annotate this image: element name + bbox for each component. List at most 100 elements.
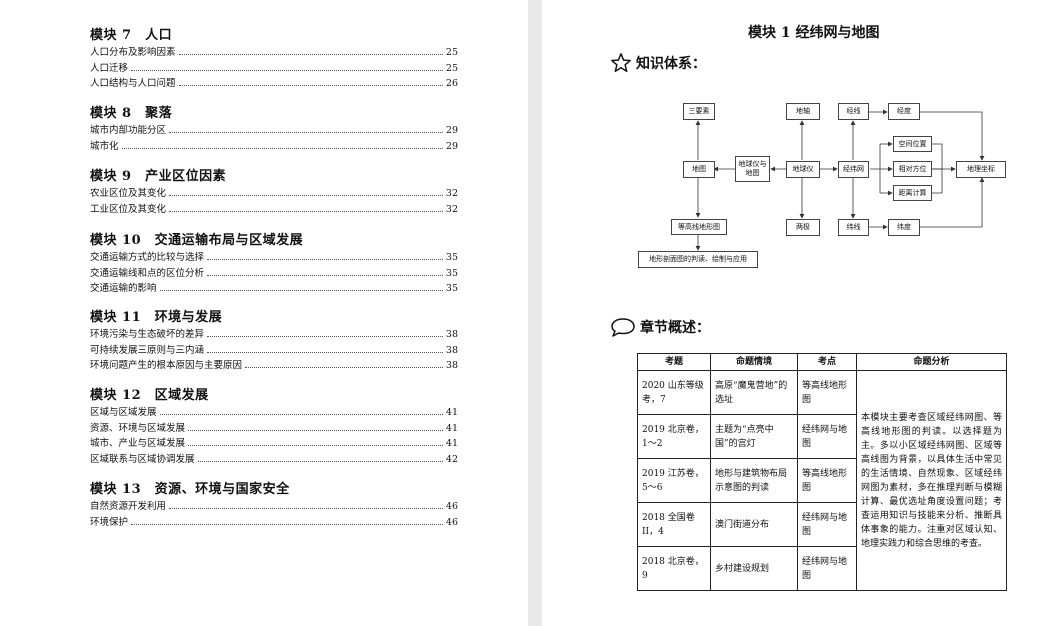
toc-page-number: 38 [445, 329, 458, 340]
toc-page-number: 35 [445, 267, 458, 279]
toc-page-number: 46 [445, 501, 458, 512]
speech-bubble-icon [611, 318, 635, 337]
node-diqiuyi-yu-ditu: 地球仪与地图 [735, 156, 770, 182]
toc-section-title: 模块 10 交通运输布局与区域发展 [90, 233, 304, 248]
toc-page-number: 35 [445, 283, 458, 294]
header-cell: 命题情境 [710, 353, 798, 371]
table-cell: 经纬网与地图 [797, 502, 857, 547]
toc-leader-dots [178, 54, 443, 55]
node-kongjian: 空间位置 [893, 136, 932, 152]
node-poumian: 地形剖面图的判读、绘制与应用 [638, 251, 758, 268]
toc-leader-dots [188, 429, 443, 431]
toc-page-number: 29 [445, 140, 458, 152]
table-cell: 2018 全国卷 II，4 [637, 502, 711, 547]
node-xiangdui: 相对方位 [893, 161, 932, 177]
toc-entry-label: 城市、产业与区域发展 [90, 438, 186, 449]
toc-entry[interactable]: 交通运输线和点的区位分析 35 [90, 265, 458, 279]
table-cell: 地形与建筑物布局示意图的判读 [710, 458, 798, 503]
toc-entry[interactable]: 人口分布及影响因素 25 [90, 44, 458, 58]
node-liangji: 两极 [786, 219, 820, 236]
toc-leader-dots [188, 445, 443, 446]
toc-entry-label: 自然资源开发利用 [90, 501, 167, 512]
toc-entry-label: 资源、环境与区域发展 [90, 422, 186, 434]
node-ditu: 地图 [683, 161, 715, 178]
toc-entry[interactable]: 区域与区域发展 41 [90, 404, 458, 418]
table-cell: 等高线地形图 [797, 458, 857, 503]
table-cell: 经纬网与地图 [797, 546, 857, 591]
node-juli: 距离计算 [893, 185, 932, 201]
node-weidu: 纬度 [888, 219, 920, 236]
arrow-weidu-zuobiao [920, 177, 985, 228]
table-cell: 澳门街道分布 [710, 502, 798, 547]
toc-leader-dots [169, 195, 443, 196]
table-cell: 经纬网与地图 [797, 414, 857, 459]
header-cell: 考点 [797, 353, 857, 371]
toc-leader-dots [159, 414, 443, 415]
table-cell: 乡村建设规划 [710, 546, 798, 591]
toc-page-number: 38 [445, 344, 458, 356]
toc-page-number: 41 [445, 407, 458, 418]
header-cell: 命题分析 [856, 353, 1007, 371]
toc-entry[interactable]: 自然资源开发利用 46 [90, 498, 458, 512]
module-title: 模块 1 经纬网与地图 [748, 25, 880, 41]
table-cell: 等高线地形图 [797, 370, 857, 415]
toc-page-number: 25 [445, 47, 458, 58]
arrow-jingdu-zuobiao [920, 111, 985, 161]
toc-entry-label: 可持续发展三原则与三内涵 [90, 344, 205, 356]
toc-section-title: 模块 11 环境与发展 [90, 310, 223, 325]
toc-leader-dots [131, 69, 443, 71]
node-sanyaosu: 三要素 [683, 103, 715, 120]
table-cell: 主题为“点亮中国”的宫灯 [710, 414, 798, 459]
toc-leader-dots [197, 460, 443, 462]
toc-page-number: 42 [445, 453, 458, 465]
table-header-row: 考题 命题情境 考点 命题分析 [637, 353, 1007, 371]
node-diqiuyi: 地球仪 [786, 161, 820, 178]
node-weixian: 纬线 [838, 219, 869, 236]
toc-entry[interactable]: 交通运输的影响 35 [90, 280, 458, 294]
toc-entry[interactable]: 城市、产业与区域发展 41 [90, 435, 458, 449]
knowledge-heading: 知识体系： [610, 52, 706, 74]
toc-entry[interactable]: 环境污染与生态破坏的差异 38 [90, 326, 458, 340]
toc-section-title: 模块 9 产业区位因素 [90, 169, 227, 184]
knowledge-heading-text: 知识体系： [636, 56, 706, 72]
toc-entry-label: 环境污染与生态破坏的差异 [90, 329, 205, 340]
toc-leader-dots [159, 290, 443, 291]
toc-entry-label: 环境保护 [90, 516, 129, 528]
header-cell: 考题 [637, 353, 711, 371]
knowledge-diagram [695, 109, 985, 251]
toc-leader-dots [169, 132, 443, 133]
toc-entry-label: 区域与区域发展 [90, 407, 157, 418]
toc-entry-label: 工业区位及其变化 [90, 203, 167, 215]
toc-entry-label: 交通运输的影响 [90, 283, 157, 294]
toc-entry-label: 人口结构与人口问题 [90, 78, 176, 89]
toc-entry-label: 交通运输线和点的区位分析 [90, 267, 205, 279]
toc-leader-dots [207, 274, 443, 276]
toc-section-title: 模块 8 聚落 [90, 106, 173, 121]
toc-entry-label: 人口分布及影响因素 [90, 47, 176, 58]
toc-entry[interactable]: 可持续发展三原则与三内涵 38 [90, 342, 458, 356]
toc-leader-dots [169, 508, 443, 509]
overview-heading-text: 章节概述： [640, 320, 710, 336]
toc-leader-dots [207, 259, 443, 260]
table-cell: 2019 江苏卷，5～6 [637, 458, 711, 503]
overview-heading: 章节概述： [610, 317, 710, 337]
toc-entry-label: 人口迁移 [90, 62, 129, 74]
table-cell: 2019 北京卷，1～2 [637, 414, 711, 459]
toc-entry[interactable]: 人口迁移 25 [90, 60, 458, 74]
node-jingdu: 经度 [888, 103, 920, 120]
toc-page-number: 41 [445, 438, 458, 449]
toc-page-number: 25 [445, 62, 458, 74]
analysis-cell: 本模块主要考查区域经纬网图、等高线地形图的判读。以选择题为主。多以小区域经纬网图… [856, 370, 1007, 591]
